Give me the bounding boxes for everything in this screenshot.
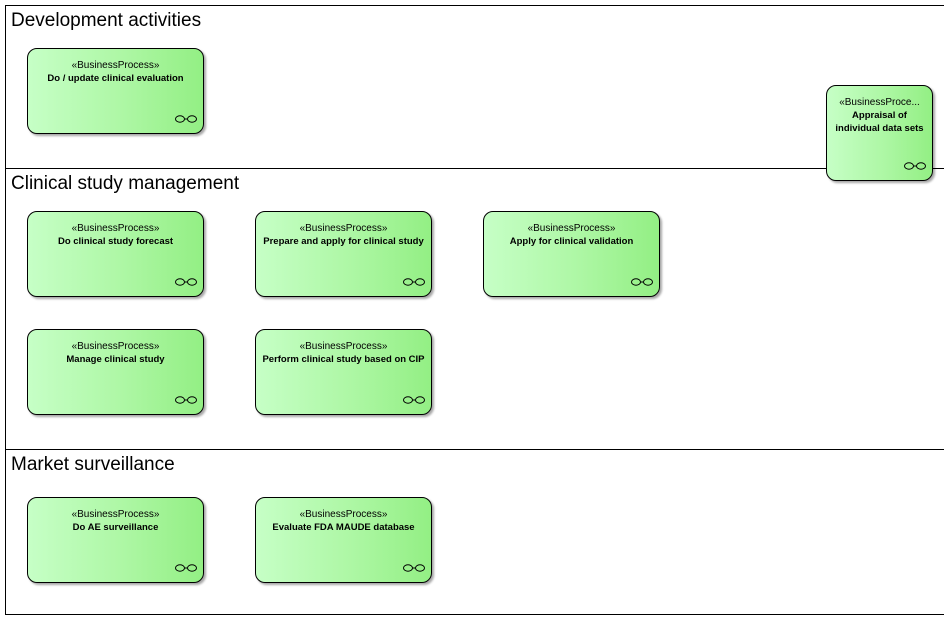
stereotype-label: «BusinessProcess» <box>71 60 160 71</box>
process-name: Do / update clinical evaluation <box>47 73 184 84</box>
process-appraisal-of-individual-data-sets[interactable]: «BusinessProce... Appraisal of individua… <box>826 85 933 181</box>
process-do-clinical-study-forecast[interactable]: «BusinessProcess» Do clinical study fore… <box>27 211 204 297</box>
process-name: Evaluate FDA MAUDE database <box>272 522 415 533</box>
stereotype-label: «BusinessProcess» <box>71 341 160 352</box>
process-name: Manage clinical study <box>66 354 165 365</box>
business-process-icon <box>403 396 425 404</box>
lane-title: Market surveillance <box>11 454 175 475</box>
business-process-icon <box>631 278 653 286</box>
process-do-ae-surveillance[interactable]: «BusinessProcess» Do AE surveillance <box>27 497 204 583</box>
lane-title: Development activities <box>11 10 202 31</box>
process-perform-clinical-study-based-on-cip[interactable]: «BusinessProcess» Perform clinical study… <box>255 329 432 415</box>
stereotype-label: «BusinessProcess» <box>527 223 616 234</box>
business-process-icon <box>904 162 926 170</box>
business-process-icon <box>403 278 425 286</box>
process-name: Appraisal of individual data sets <box>835 110 924 134</box>
lane-market-surveillance[interactable]: Market surveillance <box>5 449 944 615</box>
process-apply-for-clinical-validation[interactable]: «BusinessProcess» Apply for clinical val… <box>483 211 660 297</box>
process-name: Perform clinical study based on CIP <box>262 354 425 365</box>
process-name: Do clinical study forecast <box>57 236 174 247</box>
stereotype-label: «BusinessProcess» <box>299 223 388 234</box>
business-process-icon <box>403 564 425 572</box>
stereotype-label: «BusinessProcess» <box>71 509 160 520</box>
business-process-icon <box>175 564 197 572</box>
process-name: Prepare and apply for clinical study <box>263 236 424 247</box>
process-do-update-clinical-evaluation[interactable]: «BusinessProcess» Do / update clinical e… <box>27 48 204 134</box>
stereotype-label: «BusinessProcess» <box>299 341 388 352</box>
process-prepare-and-apply-for-clinical-study[interactable]: «BusinessProcess» Prepare and apply for … <box>255 211 432 297</box>
process-evaluate-fda-maude-database[interactable]: «BusinessProcess» Evaluate FDA MAUDE dat… <box>255 497 432 583</box>
business-process-icon <box>175 115 197 123</box>
process-manage-clinical-study[interactable]: «BusinessProcess» Manage clinical study <box>27 329 204 415</box>
business-process-icon <box>175 278 197 286</box>
lane-development-activities[interactable]: Development activities <box>5 5 944 169</box>
stereotype-label: «BusinessProce... <box>839 97 920 108</box>
lane-title: Clinical study management <box>11 173 240 194</box>
business-process-icon <box>175 396 197 404</box>
process-name: Do AE surveillance <box>72 522 159 533</box>
stereotype-label: «BusinessProcess» <box>71 223 160 234</box>
stereotype-label: «BusinessProcess» <box>299 509 388 520</box>
lane-clinical-study-management[interactable]: Clinical study management <box>5 168 944 450</box>
process-name: Apply for clinical validation <box>509 236 634 247</box>
